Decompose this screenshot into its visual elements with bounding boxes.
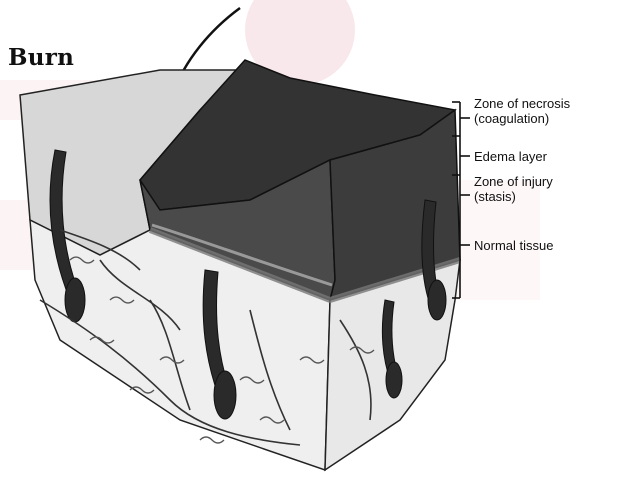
diagram-title: Burn <box>8 44 74 71</box>
label-zone-necrosis-line2: (coagulation) <box>474 111 570 126</box>
label-zone-necrosis-line1: Zone of necrosis <box>474 96 570 111</box>
label-edema-layer: Edema layer <box>474 149 547 164</box>
label-normal-tissue-line1: Normal tissue <box>474 238 553 253</box>
label-normal-tissue: Normal tissue <box>474 238 553 253</box>
label-edema-layer-line1: Edema layer <box>474 149 547 164</box>
label-zone-injury: Zone of injury (stasis) <box>474 174 553 204</box>
label-zone-injury-line2: (stasis) <box>474 189 553 204</box>
label-zone-injury-line1: Zone of injury <box>474 174 553 189</box>
label-zone-necrosis: Zone of necrosis (coagulation) <box>474 96 570 126</box>
